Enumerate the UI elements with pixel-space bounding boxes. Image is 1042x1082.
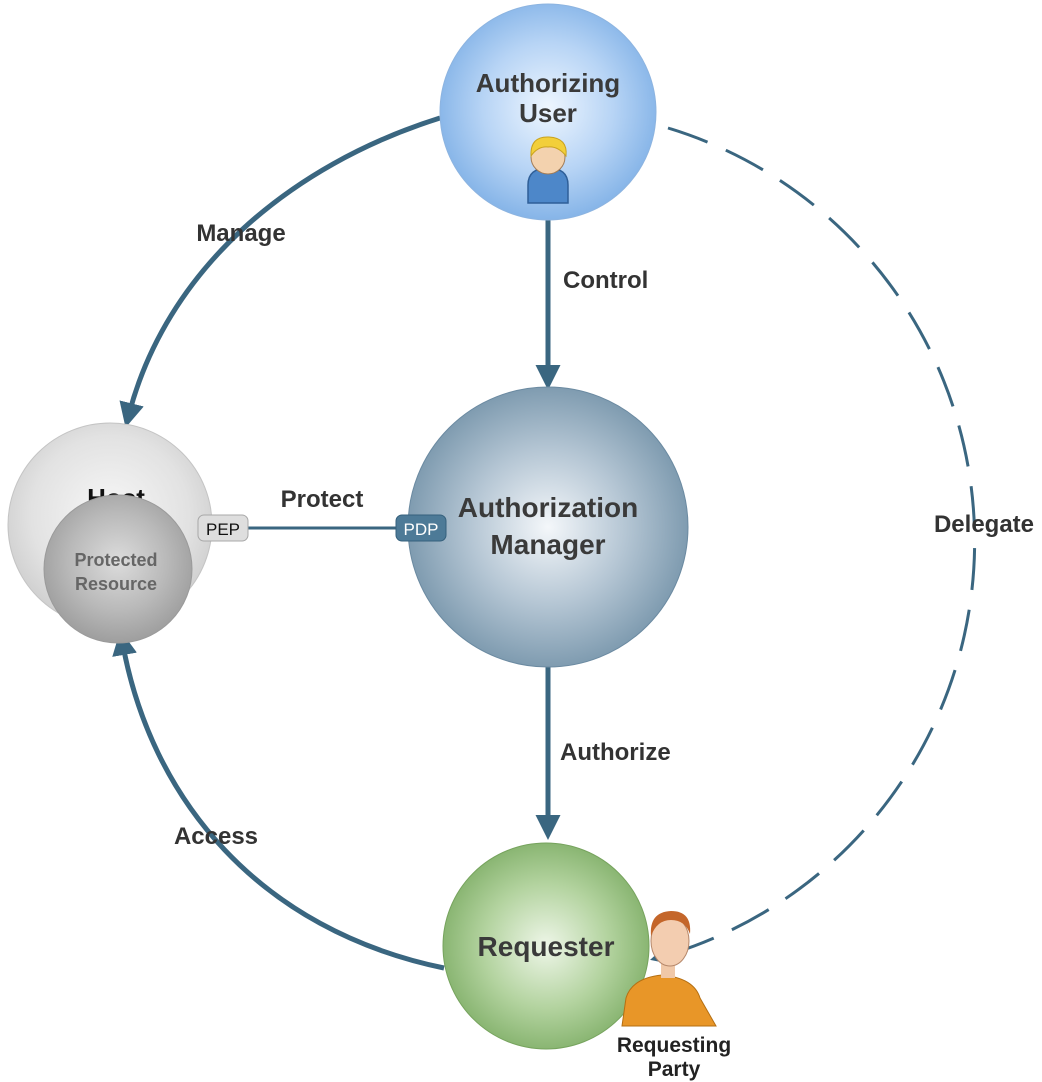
person-icon	[621, 911, 717, 1027]
access-arrow	[112, 630, 445, 971]
requesting-party-label-line2: Party	[648, 1058, 701, 1081]
authorize-label: Authorize	[560, 739, 671, 766]
protected-resource-label-line1: Protected	[74, 550, 157, 570]
delegate-arrow	[650, 126, 977, 964]
authorizing-user-label-line2: User	[519, 98, 577, 128]
pdp-label: PDP	[404, 520, 439, 539]
authorization-manager-node: Authorization Manager	[407, 386, 689, 668]
protected-resource-label-line2: Resource	[75, 574, 157, 594]
pep-badge: PEP	[197, 514, 249, 542]
requester-node: Requester	[442, 842, 650, 1050]
pep-label: PEP	[206, 520, 240, 539]
access-label: Access	[174, 823, 258, 850]
authorization-manager-label-line1: Authorization	[458, 492, 638, 523]
manage-arrow	[119, 115, 441, 428]
requesting-party-label-line1: Requesting	[617, 1034, 731, 1057]
manage-label: Manage	[196, 220, 285, 247]
requester-label: Requester	[478, 931, 615, 962]
protected-resource: Protected Resource	[43, 494, 193, 644]
delegate-label: Delegate	[934, 511, 1034, 538]
authorizing-user-label-line1: Authorizing	[476, 68, 620, 98]
authorizing-user-node: Authorizing User	[439, 3, 657, 221]
host-node: Host Protected Resource	[7, 422, 213, 644]
user-icon	[527, 136, 569, 204]
authorization-manager-label-line2: Manager	[490, 529, 605, 560]
control-label: Control	[563, 267, 648, 294]
pdp-badge: PDP	[395, 514, 447, 542]
protect-label: Protect	[281, 486, 364, 513]
